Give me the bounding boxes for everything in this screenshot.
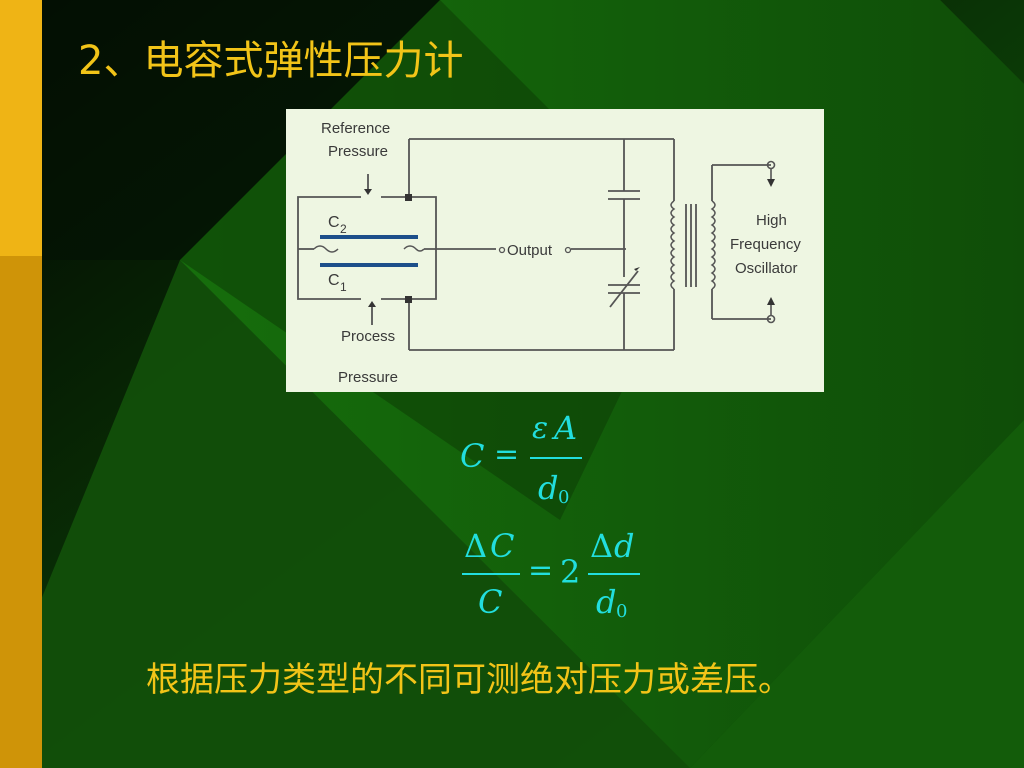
f2-rden-d: d xyxy=(596,583,617,621)
slide-title: 2、电容式弹性压力计 xyxy=(78,38,464,84)
f2-num-delta: Δ xyxy=(464,527,488,565)
f2-coefficient: 2 xyxy=(560,553,581,591)
f1-fraction-bar xyxy=(530,457,582,459)
f2-rnum-delta: Δ xyxy=(590,527,614,565)
f1-denominator-sub: 0 xyxy=(558,487,570,508)
oscillator-label-1: High xyxy=(756,212,787,229)
f1-area: A xyxy=(554,409,578,447)
left-accent-bar-bottom xyxy=(0,256,42,768)
f1-denominator-d: d xyxy=(538,469,559,507)
c1-subscript: 1 xyxy=(340,280,347,294)
f2-num-c: C xyxy=(490,527,515,565)
capacitance-change-formula: Δ C C = 2 Δ d d 0 xyxy=(460,525,650,635)
f2-rden-sub: 0 xyxy=(616,601,628,622)
capacitive-pressure-diagram: Reference Pressure Process Pressure Outp… xyxy=(286,109,824,392)
oscillator-label-2: Frequency xyxy=(730,236,801,253)
slide-note: 根据压力类型的不同可测绝对压力或差压。 xyxy=(146,660,792,700)
f1-equals: = xyxy=(494,437,520,472)
f2-right-fraction-bar xyxy=(588,573,640,575)
process-pressure-label-1: Process xyxy=(341,328,395,345)
f1-epsilon: ε xyxy=(532,411,549,446)
left-accent-bar-top xyxy=(0,0,42,256)
reference-pressure-label-2: Pressure xyxy=(328,143,388,160)
f2-equals: = xyxy=(528,553,554,588)
f1-lhs: C xyxy=(460,437,485,475)
c2-subscript: 2 xyxy=(340,222,347,236)
c2-label: C xyxy=(328,214,340,231)
reference-pressure-label-1: Reference xyxy=(321,120,390,137)
f2-den-c: C xyxy=(478,583,503,621)
capacitance-formula: C = ε A d 0 xyxy=(460,405,600,515)
f2-left-fraction-bar xyxy=(462,573,520,575)
output-label: Output xyxy=(507,242,553,259)
f2-rnum-d: d xyxy=(614,527,635,565)
c1-label: C xyxy=(328,272,340,289)
process-pressure-label-2: Pressure xyxy=(338,369,398,386)
oscillator-label-3: Oscillator xyxy=(735,260,798,277)
